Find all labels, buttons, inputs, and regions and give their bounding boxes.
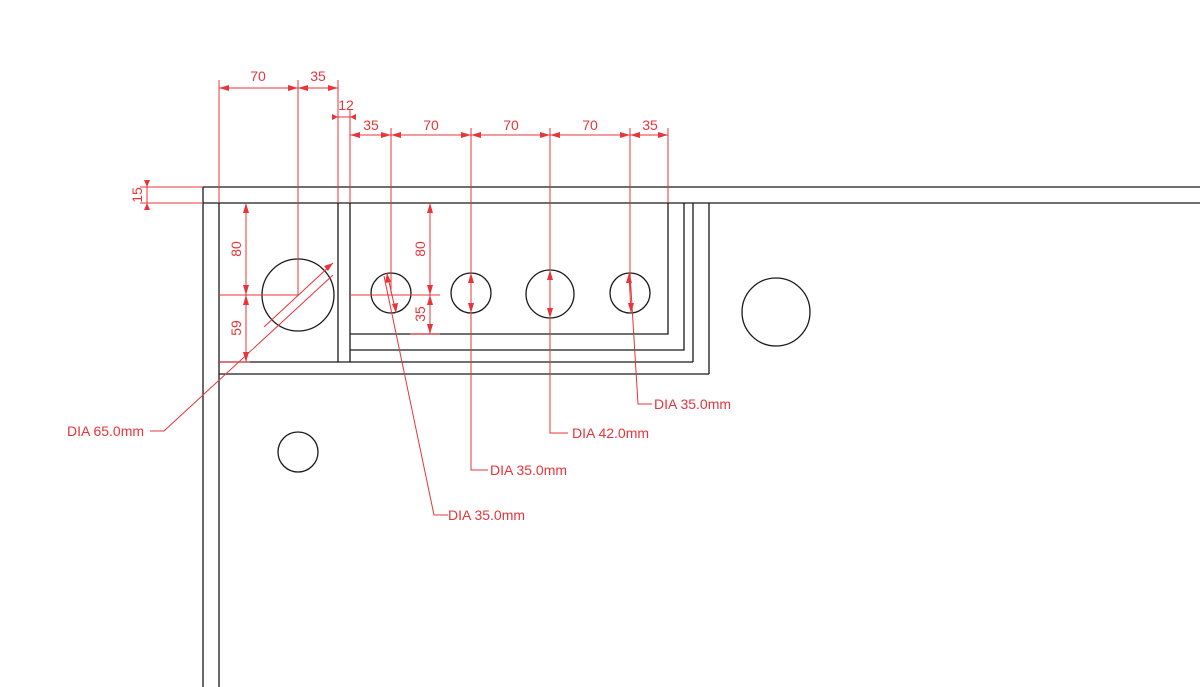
arrowhead (620, 132, 630, 138)
arrowhead (550, 132, 560, 138)
hole-large-right (741, 277, 811, 347)
dim-label: 70 (250, 68, 266, 84)
dim-label: 35 (310, 68, 326, 84)
leader-65mm (150, 274, 334, 432)
arrowhead (628, 303, 634, 313)
dim-label: 70 (582, 117, 598, 133)
arrowhead (427, 285, 433, 295)
dim-label: 12 (338, 97, 354, 113)
hole-small-lower (277, 431, 319, 473)
right-wall-step-1 (350, 203, 669, 335)
arrowhead (630, 132, 640, 138)
arrowhead (658, 132, 668, 138)
diameter-callouts: DIA 65.0mm DIA 35.0mm DIA 35.0mm DIA 42.… (67, 396, 731, 523)
arrowhead (427, 324, 433, 334)
arrowhead (547, 270, 553, 280)
callout-dia-35mm-1: DIA 35.0mm (448, 507, 525, 523)
dimension-labels: 70 35 12 35 70 70 70 35 15 80 59 80 35 (129, 68, 658, 336)
arrowhead (144, 180, 150, 187)
arrowhead (324, 263, 333, 271)
dim-label: 35 (412, 306, 428, 322)
arrowhead (461, 132, 471, 138)
arrowhead (332, 114, 338, 120)
arrowhead (243, 295, 249, 305)
callout-dia-42mm: DIA 42.0mm (572, 425, 649, 441)
dim-label: 35 (363, 117, 379, 133)
arrowhead (144, 203, 150, 210)
arrowhead (350, 114, 356, 120)
arrowheads (144, 85, 668, 362)
dim-label: 70 (423, 117, 439, 133)
arrowhead (427, 295, 433, 305)
dim-label: 80 (412, 241, 428, 257)
arrowhead (385, 273, 391, 283)
arrowhead (391, 132, 401, 138)
dim-label: 59 (228, 320, 244, 336)
leader-35mm-3 (629, 272, 652, 405)
callout-dia-35mm-2: DIA 35.0mm (490, 462, 567, 478)
arrowhead (288, 85, 298, 91)
arrowhead (468, 273, 474, 283)
arrowhead (427, 203, 433, 213)
arrowhead (547, 308, 553, 318)
arrowhead (328, 85, 338, 91)
arrowhead (626, 273, 632, 283)
dim-label: 15 (129, 187, 145, 203)
leader-42mm (549, 270, 568, 434)
arrowhead (243, 285, 249, 295)
arrowhead (219, 85, 229, 91)
arrowhead (243, 352, 249, 362)
arrowhead (468, 303, 474, 313)
panel-geometry (202, 186, 1200, 687)
leader-35mm-1 (383, 275, 448, 516)
leader-35mm-2 (470, 273, 488, 471)
arrowhead (540, 132, 550, 138)
arrowhead (381, 132, 391, 138)
arrowhead (298, 85, 308, 91)
dim-label: 80 (228, 241, 244, 257)
arrowhead (471, 132, 481, 138)
dia-line-65mm (263, 262, 334, 328)
arrowhead (392, 303, 398, 313)
right-wall-step-2 (350, 203, 685, 351)
arrowhead (350, 132, 360, 138)
callout-dia-65mm: DIA 65.0mm (67, 423, 144, 439)
arrowhead (243, 203, 249, 213)
dim-label: 70 (503, 117, 519, 133)
dim-label: 35 (642, 117, 658, 133)
callout-dia-35mm-3: DIA 35.0mm (654, 396, 731, 412)
